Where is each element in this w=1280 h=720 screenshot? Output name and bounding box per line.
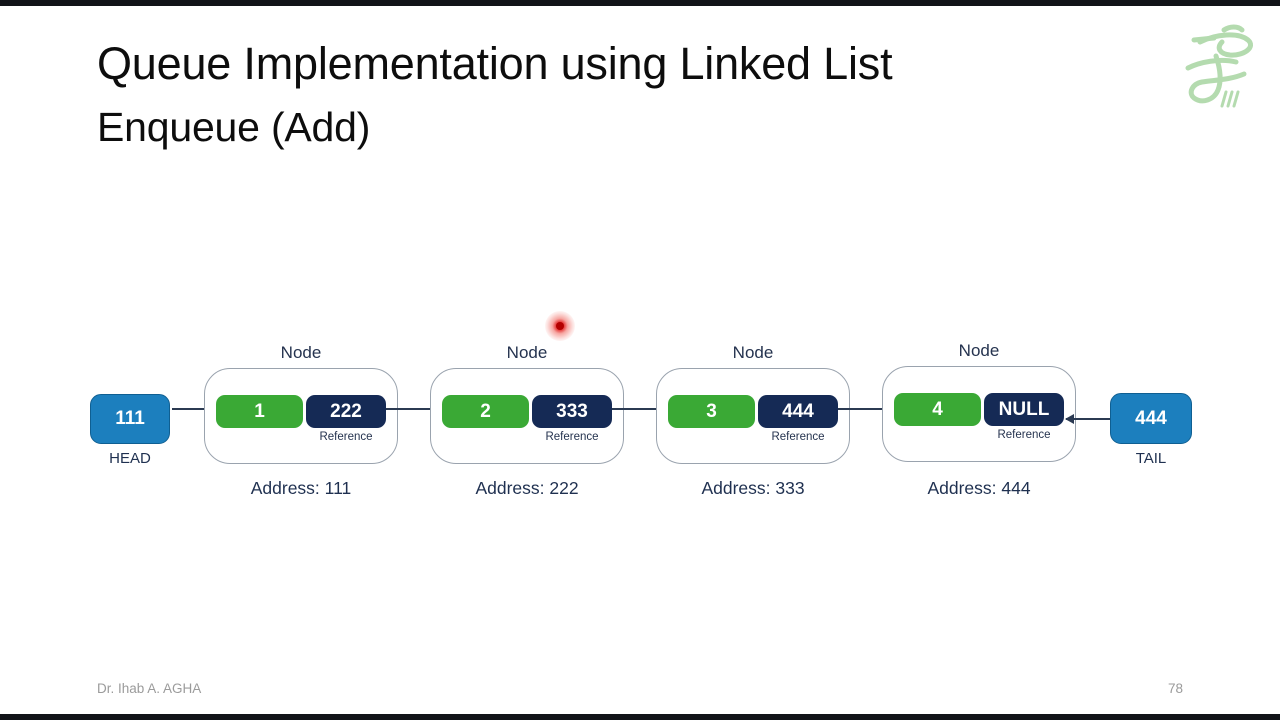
node-2-reference-value: 333 (556, 400, 588, 422)
node-3-address-label: Address: 333 (701, 478, 805, 498)
node-2-address-label: Address: 222 (475, 478, 579, 498)
node-3-reference-value: 444 (782, 400, 814, 422)
node-1-reference-cell: 222 (306, 395, 386, 428)
footer-author: Dr. Ihab A. AGHA (97, 681, 202, 696)
node-2-caption: Node (506, 343, 548, 362)
node-3-data-value: 3 (706, 400, 717, 422)
node-1-address-label: Address: 111 (250, 478, 352, 498)
head-pointer-value: 111 (115, 408, 145, 429)
bottom-chrome-bar (0, 714, 1280, 720)
node-4: Node 4 NULL Reference Address: 444 (882, 341, 1076, 501)
node-4-reference-value: NULL (998, 398, 1050, 420)
node-4-data-value: 4 (932, 398, 943, 420)
node-4-data-cell: 4 (894, 393, 981, 426)
node-1-caption: Node (280, 343, 322, 362)
node-4-address-label: Address: 444 (927, 478, 1031, 498)
node-4-reference-label: Reference (997, 429, 1051, 441)
node-4-reference-cell: NULL (984, 393, 1064, 426)
node-2-data-value: 2 (480, 400, 491, 422)
node-3-caption: Node (732, 343, 774, 362)
node-2-reference-cell: 333 (532, 395, 612, 428)
slide-title-block: Queue Implementation using Linked List E… (97, 38, 1097, 152)
node-1-data-cell: 1 (216, 395, 303, 428)
footer-page-number: 78 (1167, 681, 1183, 696)
tail-pointer-box: 444 (1110, 393, 1192, 444)
node-2: Node 2 333 Reference Address: 222 (430, 343, 624, 503)
node-2-reference-label: Reference (545, 431, 599, 443)
page-title: Queue Implementation using Linked List (97, 38, 893, 89)
node-3: Node 3 444 Reference Address: 333 (656, 343, 850, 503)
node-3-reference-label: Reference (771, 431, 825, 443)
node-1: Node 1 222 Reference Address: 111 (204, 343, 398, 503)
node-3-data-cell: 3 (668, 395, 755, 428)
calligraphy-logo (1185, 24, 1254, 108)
node-2-data-cell: 2 (442, 395, 529, 428)
node-4-caption: Node (958, 341, 1000, 360)
node-1-reference-label: Reference (319, 431, 373, 443)
arrow-tail-to-node4 (1065, 414, 1112, 424)
top-chrome-bar (0, 0, 1280, 6)
tail-pointer-label: TAIL (1135, 450, 1167, 467)
node-1-reference-value: 222 (330, 400, 362, 422)
page-subtitle: Enqueue (Add) (97, 104, 371, 150)
node-1-data-value: 1 (254, 400, 265, 422)
node-3-reference-cell: 444 (758, 395, 838, 428)
head-pointer-label: HEAD (109, 450, 151, 467)
tail-pointer-value: 444 (1135, 407, 1167, 429)
cursor-indicator (545, 311, 575, 341)
head-pointer-box: 111 (90, 394, 170, 444)
